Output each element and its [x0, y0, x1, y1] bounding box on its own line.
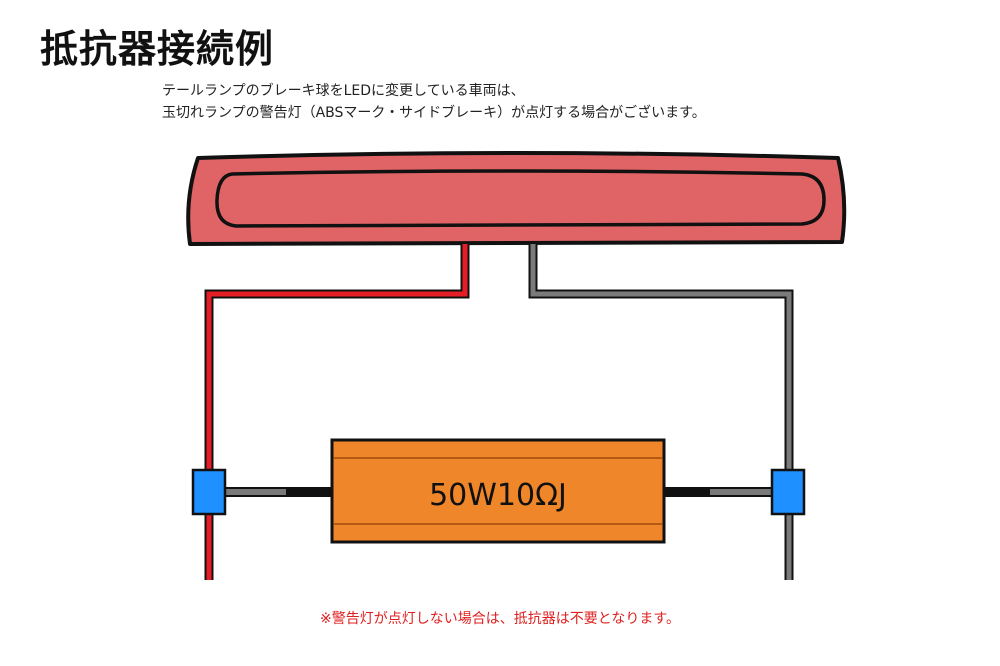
left-connector — [191, 468, 227, 516]
brake-lamp-lens — [215, 169, 826, 228]
resistor-lead-left — [222, 487, 334, 497]
right-connector — [770, 468, 806, 516]
page-title: 抵抗器接続例 — [40, 27, 275, 71]
resistor-label: 50W10ΩJ — [429, 478, 567, 513]
note-text: ※警告灯が点灯しない場合は、抵抗器は不要となります。 — [320, 611, 680, 627]
resistor: 50W10ΩJ — [330, 438, 666, 544]
description: テールランプのブレーキ球をLEDに変更している車両は、 玉切れランプの警告灯（A… — [162, 80, 706, 124]
description-line-2: 玉切れランプの警告灯（ABSマーク・サイドブレーキ）が点灯する場合がございます。 — [162, 105, 706, 121]
red-wire — [204, 244, 470, 580]
gray-wire — [528, 244, 794, 580]
brake-lamp — [186, 151, 847, 246]
resistor-lead-right — [664, 487, 776, 497]
description-line-1: テールランプのブレーキ球をLEDに変更している車両は、 — [162, 83, 525, 99]
